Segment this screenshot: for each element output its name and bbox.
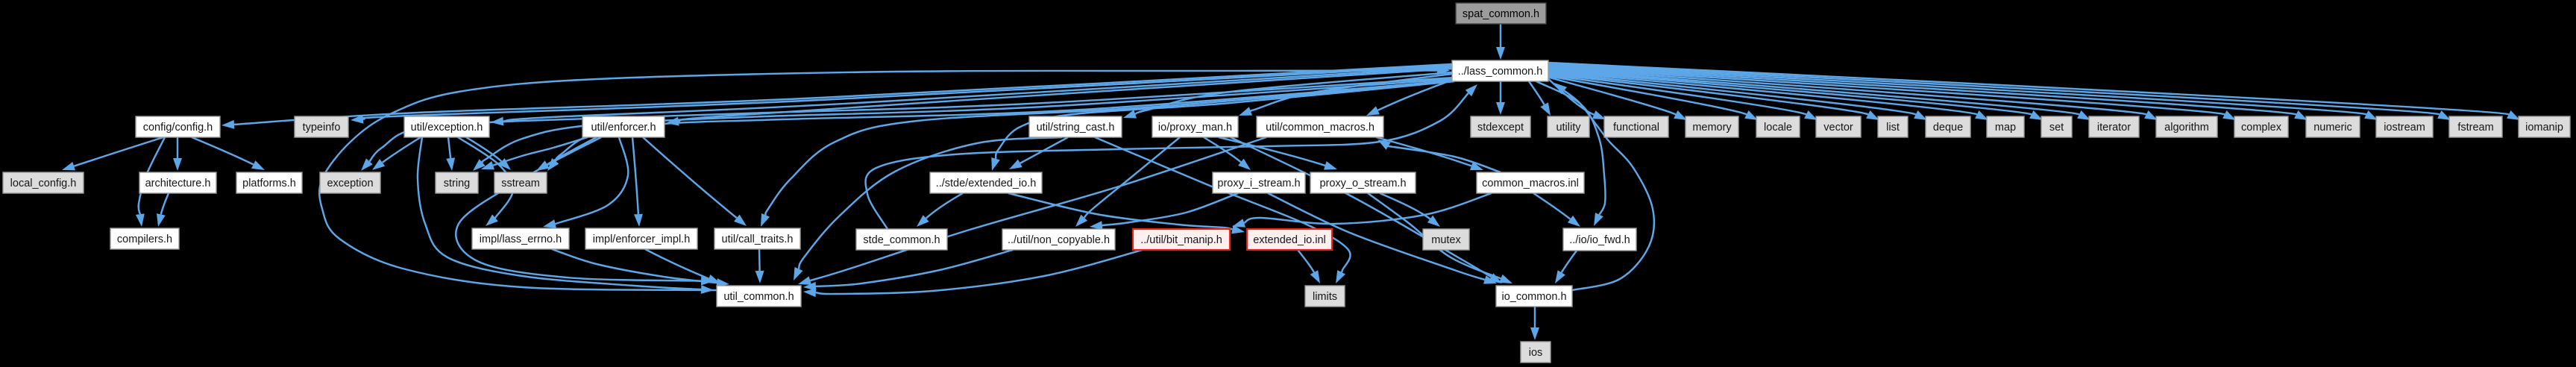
svg-text:iomanip: iomanip bbox=[2525, 122, 2563, 134]
svg-text:extended_io.inl: extended_io.inl bbox=[1253, 234, 1326, 246]
svg-text:io_common.h: io_common.h bbox=[1501, 291, 1566, 303]
svg-text:algorithm: algorithm bbox=[2164, 122, 2209, 134]
svg-text:map: map bbox=[1995, 122, 2016, 134]
svg-text:vector: vector bbox=[1823, 122, 1853, 134]
svg-text:../util/bit_manip.h: ../util/bit_manip.h bbox=[1140, 234, 1222, 246]
svg-text:util/exception.h: util/exception.h bbox=[411, 122, 483, 134]
svg-text:util/string_cast.h: util/string_cast.h bbox=[1037, 122, 1115, 134]
svg-text:stdexcept: stdexcept bbox=[1477, 122, 1524, 134]
svg-text:set: set bbox=[2049, 122, 2064, 134]
svg-text:list: list bbox=[1886, 122, 1900, 134]
svg-text:iterator: iterator bbox=[2097, 122, 2131, 134]
svg-text:../stde/extended_io.h: ../stde/extended_io.h bbox=[936, 178, 1037, 189]
svg-text:typeinfo: typeinfo bbox=[303, 122, 341, 134]
svg-text:compilers.h: compilers.h bbox=[117, 233, 172, 245]
svg-text:numeric: numeric bbox=[2313, 122, 2352, 134]
svg-text:ios: ios bbox=[1529, 347, 1543, 359]
svg-text:platforms.h: platforms.h bbox=[242, 178, 296, 189]
svg-text:locale: locale bbox=[1764, 122, 1792, 134]
svg-text:mutex: mutex bbox=[1431, 234, 1461, 246]
svg-text:functional: functional bbox=[1613, 122, 1659, 134]
svg-text:config/config.h: config/config.h bbox=[143, 122, 213, 134]
svg-text:../util/non_copyable.h: ../util/non_copyable.h bbox=[1008, 234, 1110, 246]
svg-text:exception: exception bbox=[327, 178, 373, 189]
svg-text:memory: memory bbox=[1692, 122, 1732, 134]
svg-text:util/common_macros.h: util/common_macros.h bbox=[1266, 122, 1375, 134]
svg-text:deque: deque bbox=[1933, 122, 1963, 134]
svg-text:fstream: fstream bbox=[2457, 122, 2493, 134]
svg-text:proxy_i_stream.h: proxy_i_stream.h bbox=[1217, 178, 1300, 189]
svg-text:util/call_traits.h: util/call_traits.h bbox=[722, 233, 794, 245]
svg-text:common_macros.inl: common_macros.inl bbox=[1482, 178, 1579, 189]
svg-text:architecture.h: architecture.h bbox=[145, 178, 211, 189]
svg-text:stde_common.h: stde_common.h bbox=[863, 234, 940, 246]
svg-text:limits: limits bbox=[1313, 291, 1337, 303]
svg-text:io/proxy_man.h: io/proxy_man.h bbox=[1158, 122, 1232, 134]
svg-text:string: string bbox=[444, 178, 470, 189]
svg-text:proxy_o_stream.h: proxy_o_stream.h bbox=[1319, 178, 1406, 189]
svg-text:iostream: iostream bbox=[2384, 122, 2425, 134]
svg-text:spat_common.h: spat_common.h bbox=[1463, 8, 1539, 20]
svg-text:util_common.h: util_common.h bbox=[723, 291, 794, 303]
svg-text:complex: complex bbox=[2241, 122, 2282, 134]
svg-text:utility: utility bbox=[1556, 122, 1581, 134]
svg-text:../lass_common.h: ../lass_common.h bbox=[1458, 66, 1543, 78]
svg-text:util/enforcer.h: util/enforcer.h bbox=[591, 122, 656, 134]
svg-text:sstream: sstream bbox=[501, 178, 540, 189]
svg-text:impl/lass_errno.h: impl/lass_errno.h bbox=[480, 233, 562, 245]
svg-text:impl/enforcer_impl.h: impl/enforcer_impl.h bbox=[593, 233, 691, 245]
svg-text:local_config.h: local_config.h bbox=[10, 178, 77, 189]
svg-text:../io/io_fwd.h: ../io/io_fwd.h bbox=[1569, 234, 1630, 246]
